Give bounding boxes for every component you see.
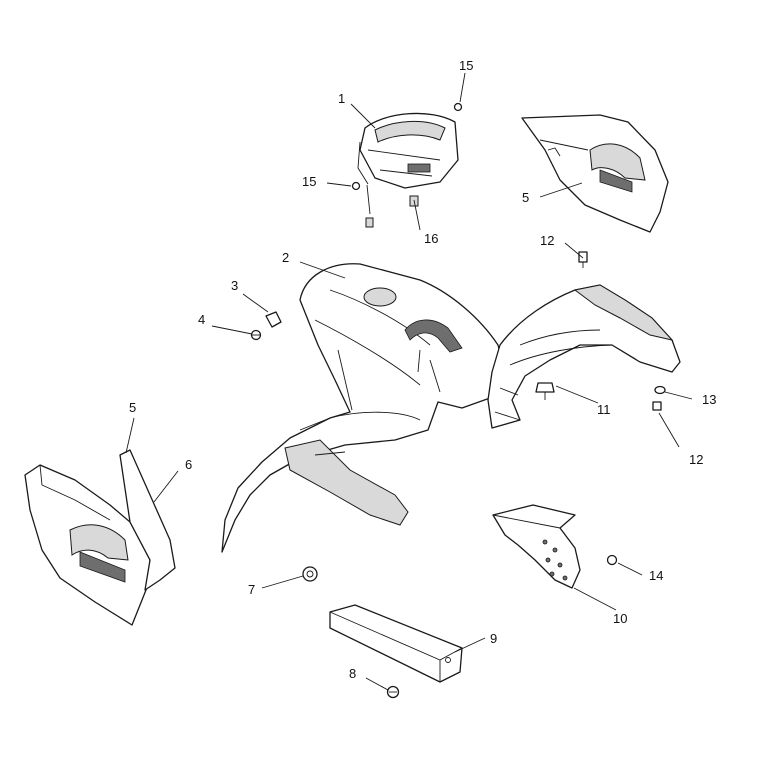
part-10-heat-shield [492, 504, 581, 589]
part-15-screw-left [351, 181, 361, 191]
callout-9: 9 [490, 631, 497, 646]
part-4-screw [250, 329, 262, 341]
part-3-clip [265, 311, 282, 328]
part-8-screw [386, 685, 400, 699]
rear-fender [487, 284, 681, 429]
callout-5-left: 5 [129, 400, 136, 415]
part-6-inner-panel [119, 449, 176, 591]
callout-16: 16 [424, 231, 438, 246]
callout-13: 13 [702, 392, 716, 407]
part-12-bolt-right [652, 401, 662, 411]
part-5-side-panel-left [24, 464, 151, 626]
callout-11: 11 [597, 402, 611, 417]
callout-8: 8 [349, 666, 356, 681]
callout-12-right: 12 [689, 452, 703, 467]
part-15-screw-top [453, 102, 463, 112]
callout-15-left: 15 [302, 174, 316, 189]
callout-2: 2 [282, 250, 289, 265]
callout-6: 6 [185, 457, 192, 472]
part-1-headlight-pod [357, 112, 459, 189]
callout-15-top: 15 [459, 58, 473, 73]
callout-1: 1 [338, 91, 345, 106]
callout-labels: 1 2 3 4 5 5 6 7 8 9 10 11 12 12 13 14 15… [129, 58, 716, 681]
part-14-screw [606, 554, 618, 566]
part-16-decal [365, 195, 419, 228]
callout-4: 4 [198, 312, 205, 327]
callout-12-top: 12 [540, 233, 554, 248]
part-7-push-rivet [302, 566, 318, 582]
callout-5-top: 5 [522, 190, 529, 205]
callout-10: 10 [613, 611, 627, 626]
part-9-bracket-plate [329, 604, 463, 683]
callout-7: 7 [248, 582, 255, 597]
part-11-push-rivet [535, 382, 555, 400]
part-2-front-fender [221, 263, 506, 553]
callout-14: 14 [649, 568, 663, 583]
part-5-side-panel-right [521, 114, 669, 233]
leader-lines [125, 72, 693, 691]
part-13-nut [654, 385, 666, 395]
callout-3: 3 [231, 278, 238, 293]
part-12-bolt-top [578, 251, 588, 268]
